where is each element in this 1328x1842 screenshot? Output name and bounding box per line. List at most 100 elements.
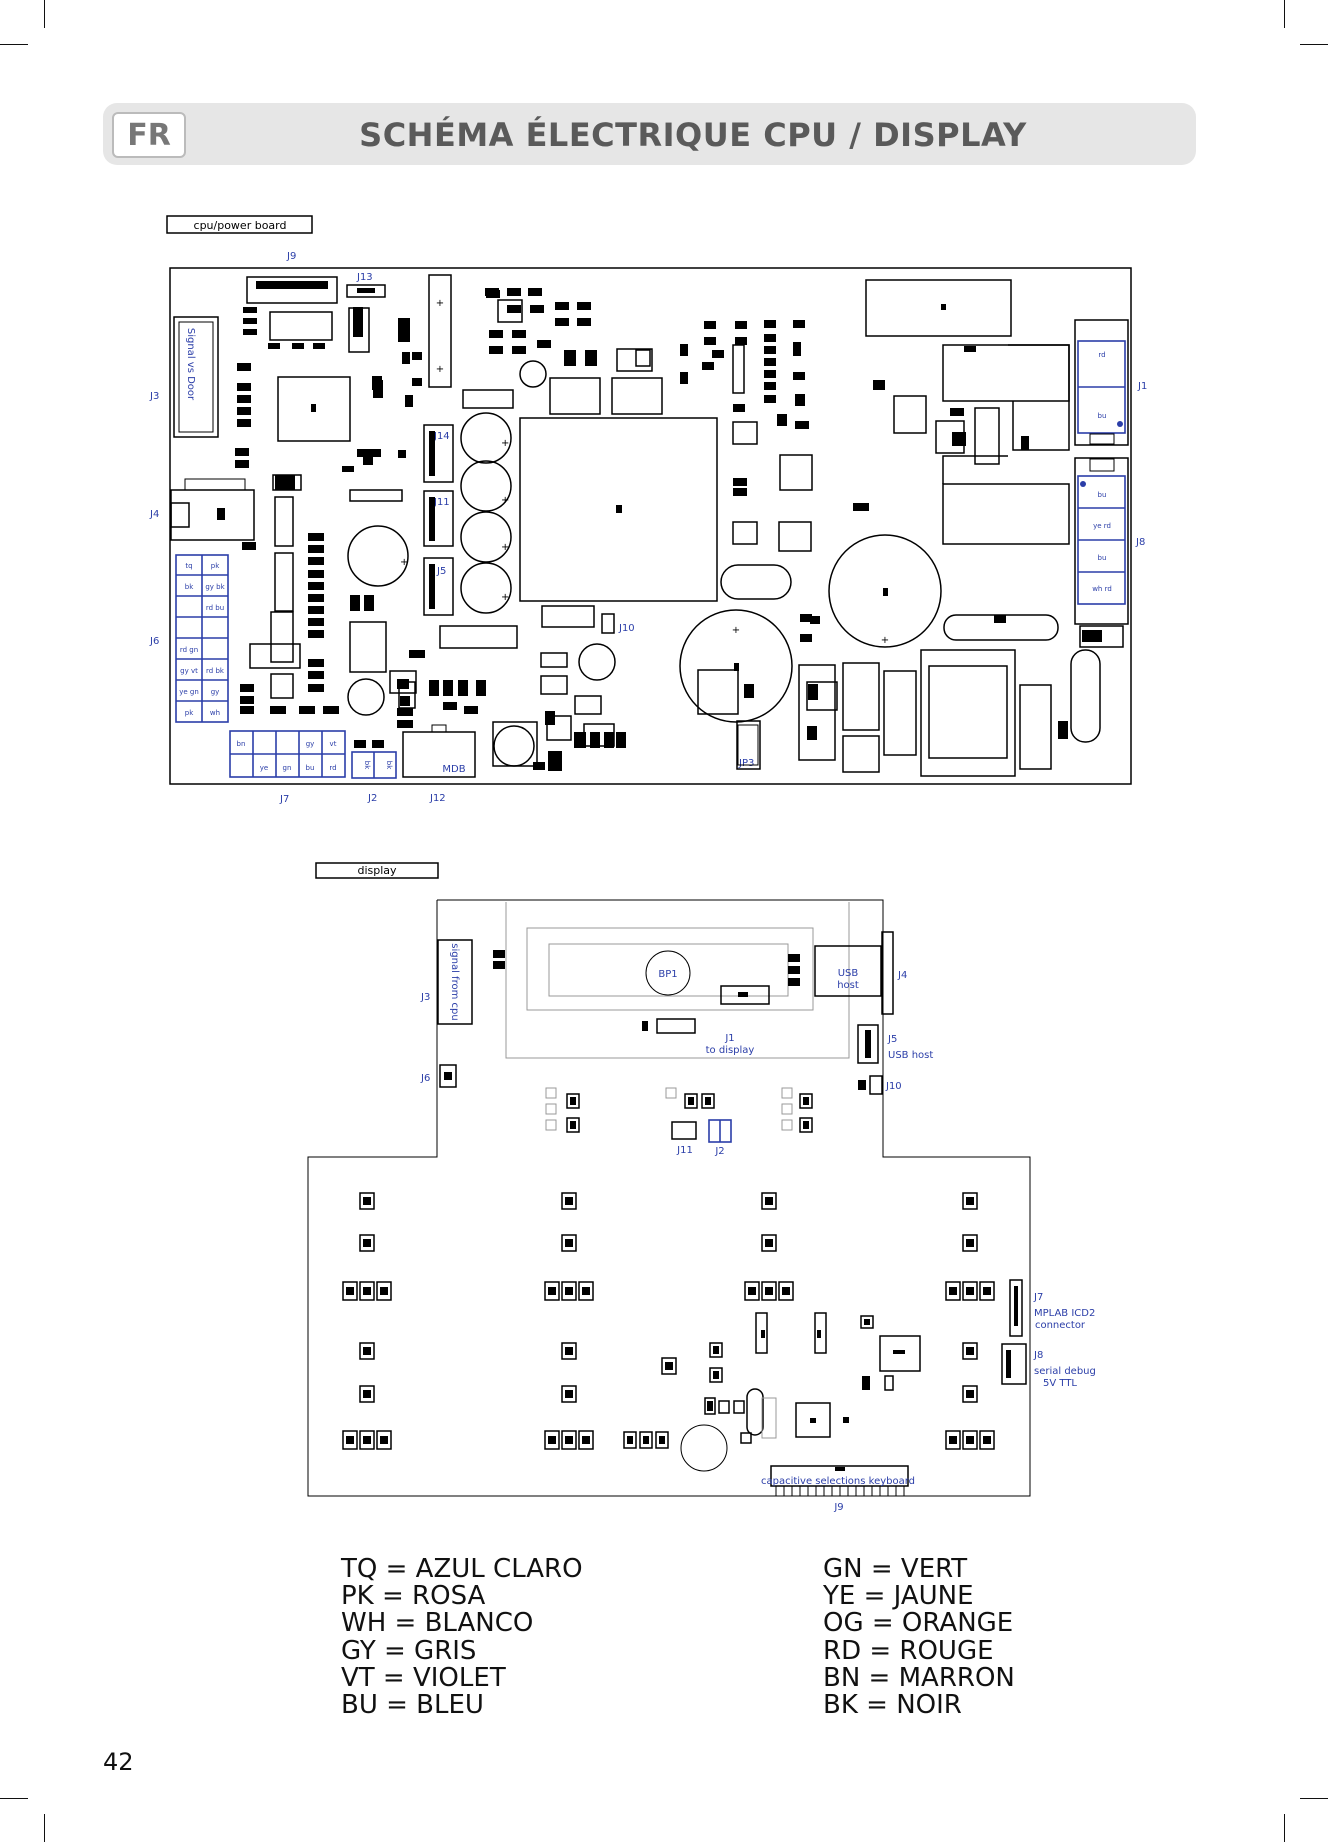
- j8-connector: bu ye rd bu wh rd: [1074, 457, 1129, 625]
- crop-mark: [1300, 1798, 1328, 1799]
- cpu-power-board: cpu/power board J9 J13 J3 J4 J6 J7 J2 J1…: [149, 215, 1147, 805]
- transformer: [920, 649, 1016, 777]
- j9-label: J9: [286, 251, 296, 262]
- svg-text:+: +: [436, 364, 444, 375]
- j4-label: J4: [149, 509, 159, 520]
- svg-text:+: +: [501, 542, 509, 553]
- display-j3-connector: [437, 939, 473, 1025]
- svg-text:vt: vt: [330, 740, 337, 748]
- j2-connector: bk bk: [351, 751, 397, 779]
- mplab-connector-label: connector: [1035, 1320, 1086, 1331]
- legend-item: RD = ROUGE: [823, 1635, 994, 1666]
- svg-text:tq: tq: [185, 562, 192, 570]
- legend-item: WH = BLANCO: [341, 1608, 534, 1639]
- crop-mark: [0, 1798, 28, 1799]
- usb-host-label: USB host: [888, 1050, 933, 1061]
- svg-text:rd gn: rd gn: [180, 646, 198, 654]
- cpu-board-outline: [169, 267, 1132, 785]
- svg-text:wh rd: wh rd: [1092, 585, 1112, 593]
- display-board-outline: [307, 899, 1031, 1497]
- mplab-connector: [1009, 1279, 1023, 1337]
- j6-connector: tq pk bk gy bk rd bu rd gn gy vt rd bk y…: [175, 554, 229, 723]
- serial-debug-label: serial debug: [1034, 1366, 1096, 1377]
- mdb-label: MDB: [442, 764, 465, 775]
- to-display-label: to display: [706, 1045, 755, 1056]
- usb-label: USB: [838, 968, 859, 979]
- signal-from-cpu-label: signal from cpu: [449, 943, 460, 1020]
- legend-item: TQ = AZUL CLARO: [341, 1554, 583, 1584]
- j11-label: J11: [433, 497, 450, 508]
- mplab-label: MPLAB ICD2: [1034, 1308, 1095, 1319]
- key-pad-column: [945, 1192, 995, 1450]
- cpu-board-label: cpu/power board: [194, 219, 287, 232]
- display-j5-connector: [857, 1024, 879, 1064]
- j6-label: J6: [149, 636, 159, 647]
- svg-text:+: +: [501, 438, 509, 449]
- display-j10-label: J10: [885, 1081, 902, 1092]
- display-j3-label: J3: [420, 992, 430, 1003]
- j7-label: J7: [279, 794, 289, 805]
- crop-mark: [1284, 1814, 1285, 1842]
- display-board-label-box: [315, 862, 439, 879]
- svg-text:rd bk: rd bk: [206, 667, 225, 675]
- usb-host-sub: host: [837, 980, 859, 991]
- svg-text:bu: bu: [1098, 412, 1107, 420]
- j1-connector: rd bu: [1074, 319, 1129, 446]
- color-legend-left: TQ = AZUL CLARO PK = ROSA WH = BLANCO GY…: [341, 1554, 583, 1719]
- svg-text:gn: gn: [283, 764, 292, 772]
- svg-text:ye rd: ye rd: [1093, 522, 1111, 530]
- svg-text:bk: bk: [185, 583, 194, 591]
- page-title: SCHÉMA ÉLECTRIQUE CPU / DISPLAY: [359, 116, 1027, 154]
- svg-text:bu: bu: [306, 764, 315, 772]
- svg-text:pk: pk: [211, 562, 220, 570]
- svg-text:rd: rd: [329, 764, 336, 772]
- svg-text:bn: bn: [237, 740, 246, 748]
- display-j9-label: J9: [833, 1502, 843, 1513]
- svg-text:bu: bu: [1098, 554, 1107, 562]
- svg-text:+: +: [881, 635, 889, 646]
- j5-label: J5: [436, 566, 446, 577]
- bp1-label: BP1: [658, 969, 677, 980]
- svg-text:bu: bu: [1098, 491, 1107, 499]
- j14-label: J14: [433, 431, 450, 442]
- serial-ttl-label: 5V TTL: [1043, 1378, 1077, 1389]
- legend-item: GN = VERT: [823, 1554, 968, 1584]
- svg-text:bk: bk: [363, 761, 371, 770]
- display-j4-label: J4: [897, 970, 907, 981]
- legend-item: BN = MARRON: [823, 1662, 1015, 1693]
- svg-text:gy: gy: [211, 688, 220, 696]
- svg-text:pk: pk: [185, 709, 194, 717]
- svg-text:bk: bk: [385, 761, 393, 770]
- color-legend-right: GN = VERT YE = JAUNE OG = ORANGE RD = RO…: [823, 1554, 1015, 1719]
- cpu-board-label-box: [166, 215, 313, 234]
- svg-text:+: +: [400, 557, 408, 568]
- crop-mark: [0, 44, 28, 45]
- key-pad-column: [342, 1192, 392, 1450]
- key-pad-column: [744, 1192, 794, 1301]
- svg-text:ye: ye: [260, 764, 268, 772]
- j7-connector: bn gy vt ye gn bu rd: [229, 730, 346, 778]
- display-j2-label: J2: [714, 1146, 724, 1157]
- j12-label: J12: [429, 793, 446, 804]
- j4-connector: [170, 489, 255, 541]
- usb-host-connector: [814, 945, 882, 997]
- j8-label: J8: [1135, 537, 1145, 548]
- legend-item: OG = ORANGE: [823, 1608, 1014, 1639]
- page-number: 42: [103, 1748, 134, 1776]
- jp3-label: JP3: [738, 758, 754, 769]
- svg-text:wh: wh: [210, 709, 220, 717]
- svg-text:+: +: [501, 495, 509, 506]
- keyboard-label: capacitive selections keyboard: [761, 1476, 915, 1487]
- legend-item: YE = JAUNE: [823, 1581, 974, 1612]
- j2-label: J2: [367, 793, 377, 804]
- svg-text:gy: gy: [306, 740, 315, 748]
- j13-label: J13: [356, 272, 373, 283]
- svg-text:+: +: [436, 298, 444, 309]
- display-j6-connector: [439, 1064, 457, 1088]
- signal-vs-door-label: Signal vs Door: [185, 328, 196, 401]
- crop-mark: [1284, 0, 1285, 28]
- svg-text:+: +: [732, 625, 740, 636]
- header-bar: [103, 103, 1196, 165]
- j3-connector: [173, 316, 219, 438]
